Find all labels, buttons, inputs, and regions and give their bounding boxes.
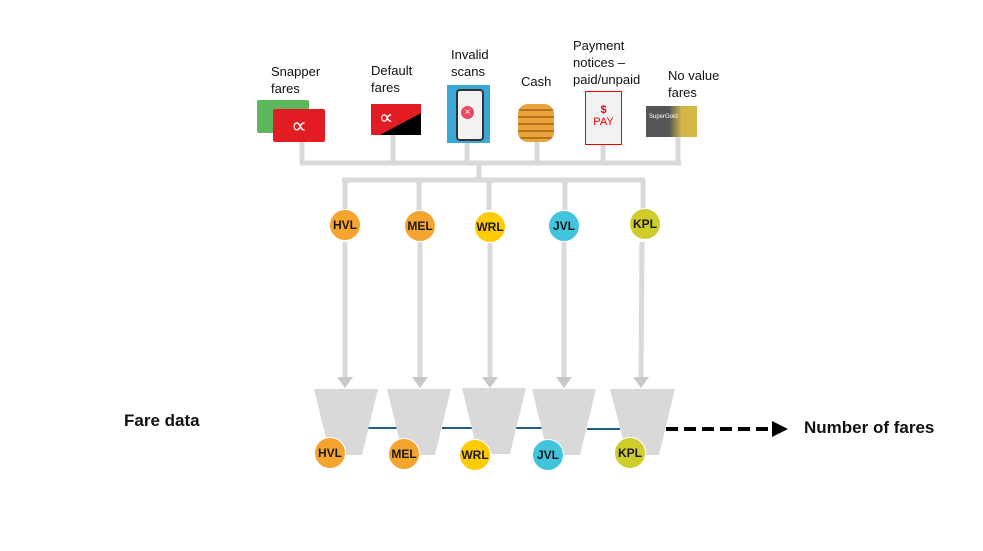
line-code: MEL xyxy=(407,219,433,233)
arrowhead-icon xyxy=(772,421,788,437)
line-code: JVL xyxy=(536,448,559,462)
line-code: KPL xyxy=(633,217,657,231)
supergold-text: SuperGold xyxy=(649,114,678,120)
line-code: WRL xyxy=(476,220,504,234)
fare-circle-hvl: HVL xyxy=(314,437,346,469)
line-code: HVL xyxy=(318,446,342,460)
line-circle-mel: MEL xyxy=(404,210,436,242)
funnel-wrl xyxy=(462,388,526,454)
line-code: JVL xyxy=(552,219,575,233)
label-cash: Cash xyxy=(521,74,552,89)
coins-icon xyxy=(518,104,554,142)
label-snapper-fares: Snapper fares xyxy=(271,64,321,96)
funnel-jvl xyxy=(532,389,596,455)
line-circle-hvl: HVL xyxy=(329,209,361,241)
line-code: WRL xyxy=(461,448,489,462)
fare-circle-jvl: JVL xyxy=(532,439,564,471)
line-code: HVL xyxy=(333,218,357,232)
snapper-card-icon: ∝ xyxy=(273,109,325,142)
label-default-fares: Default fares xyxy=(371,63,413,95)
line-circle-kpl: KPL xyxy=(629,208,661,240)
line-code: KPL xyxy=(618,446,642,460)
line-circle-wrl: WRL xyxy=(474,211,506,243)
line-circle-jvl: JVL xyxy=(548,210,580,242)
supergold-card-icon: SuperGold xyxy=(646,106,697,137)
dollar-sign: $ xyxy=(600,104,607,116)
fare-data-label: Fare data xyxy=(124,411,200,430)
label-invalid-scans: Invalid scans xyxy=(451,47,489,79)
fare-circle-mel: MEL xyxy=(388,438,420,470)
fare-circle-wrl: WRL xyxy=(459,439,491,471)
number-of-fares-label: Number of fares xyxy=(804,418,935,437)
pay-notice-icon: $ PAY xyxy=(585,91,622,145)
label-payment-notices: Payment notices – paid/unpaid xyxy=(573,38,641,87)
invalid-scan-phone-icon: × xyxy=(447,85,490,143)
line-code: MEL xyxy=(391,447,417,461)
label-no-value-fares: No value fares xyxy=(668,68,720,100)
pay-text: PAY xyxy=(593,116,614,128)
fare-circle-kpl: KPL xyxy=(614,437,646,469)
default-card-icon: ∝ xyxy=(371,104,421,135)
